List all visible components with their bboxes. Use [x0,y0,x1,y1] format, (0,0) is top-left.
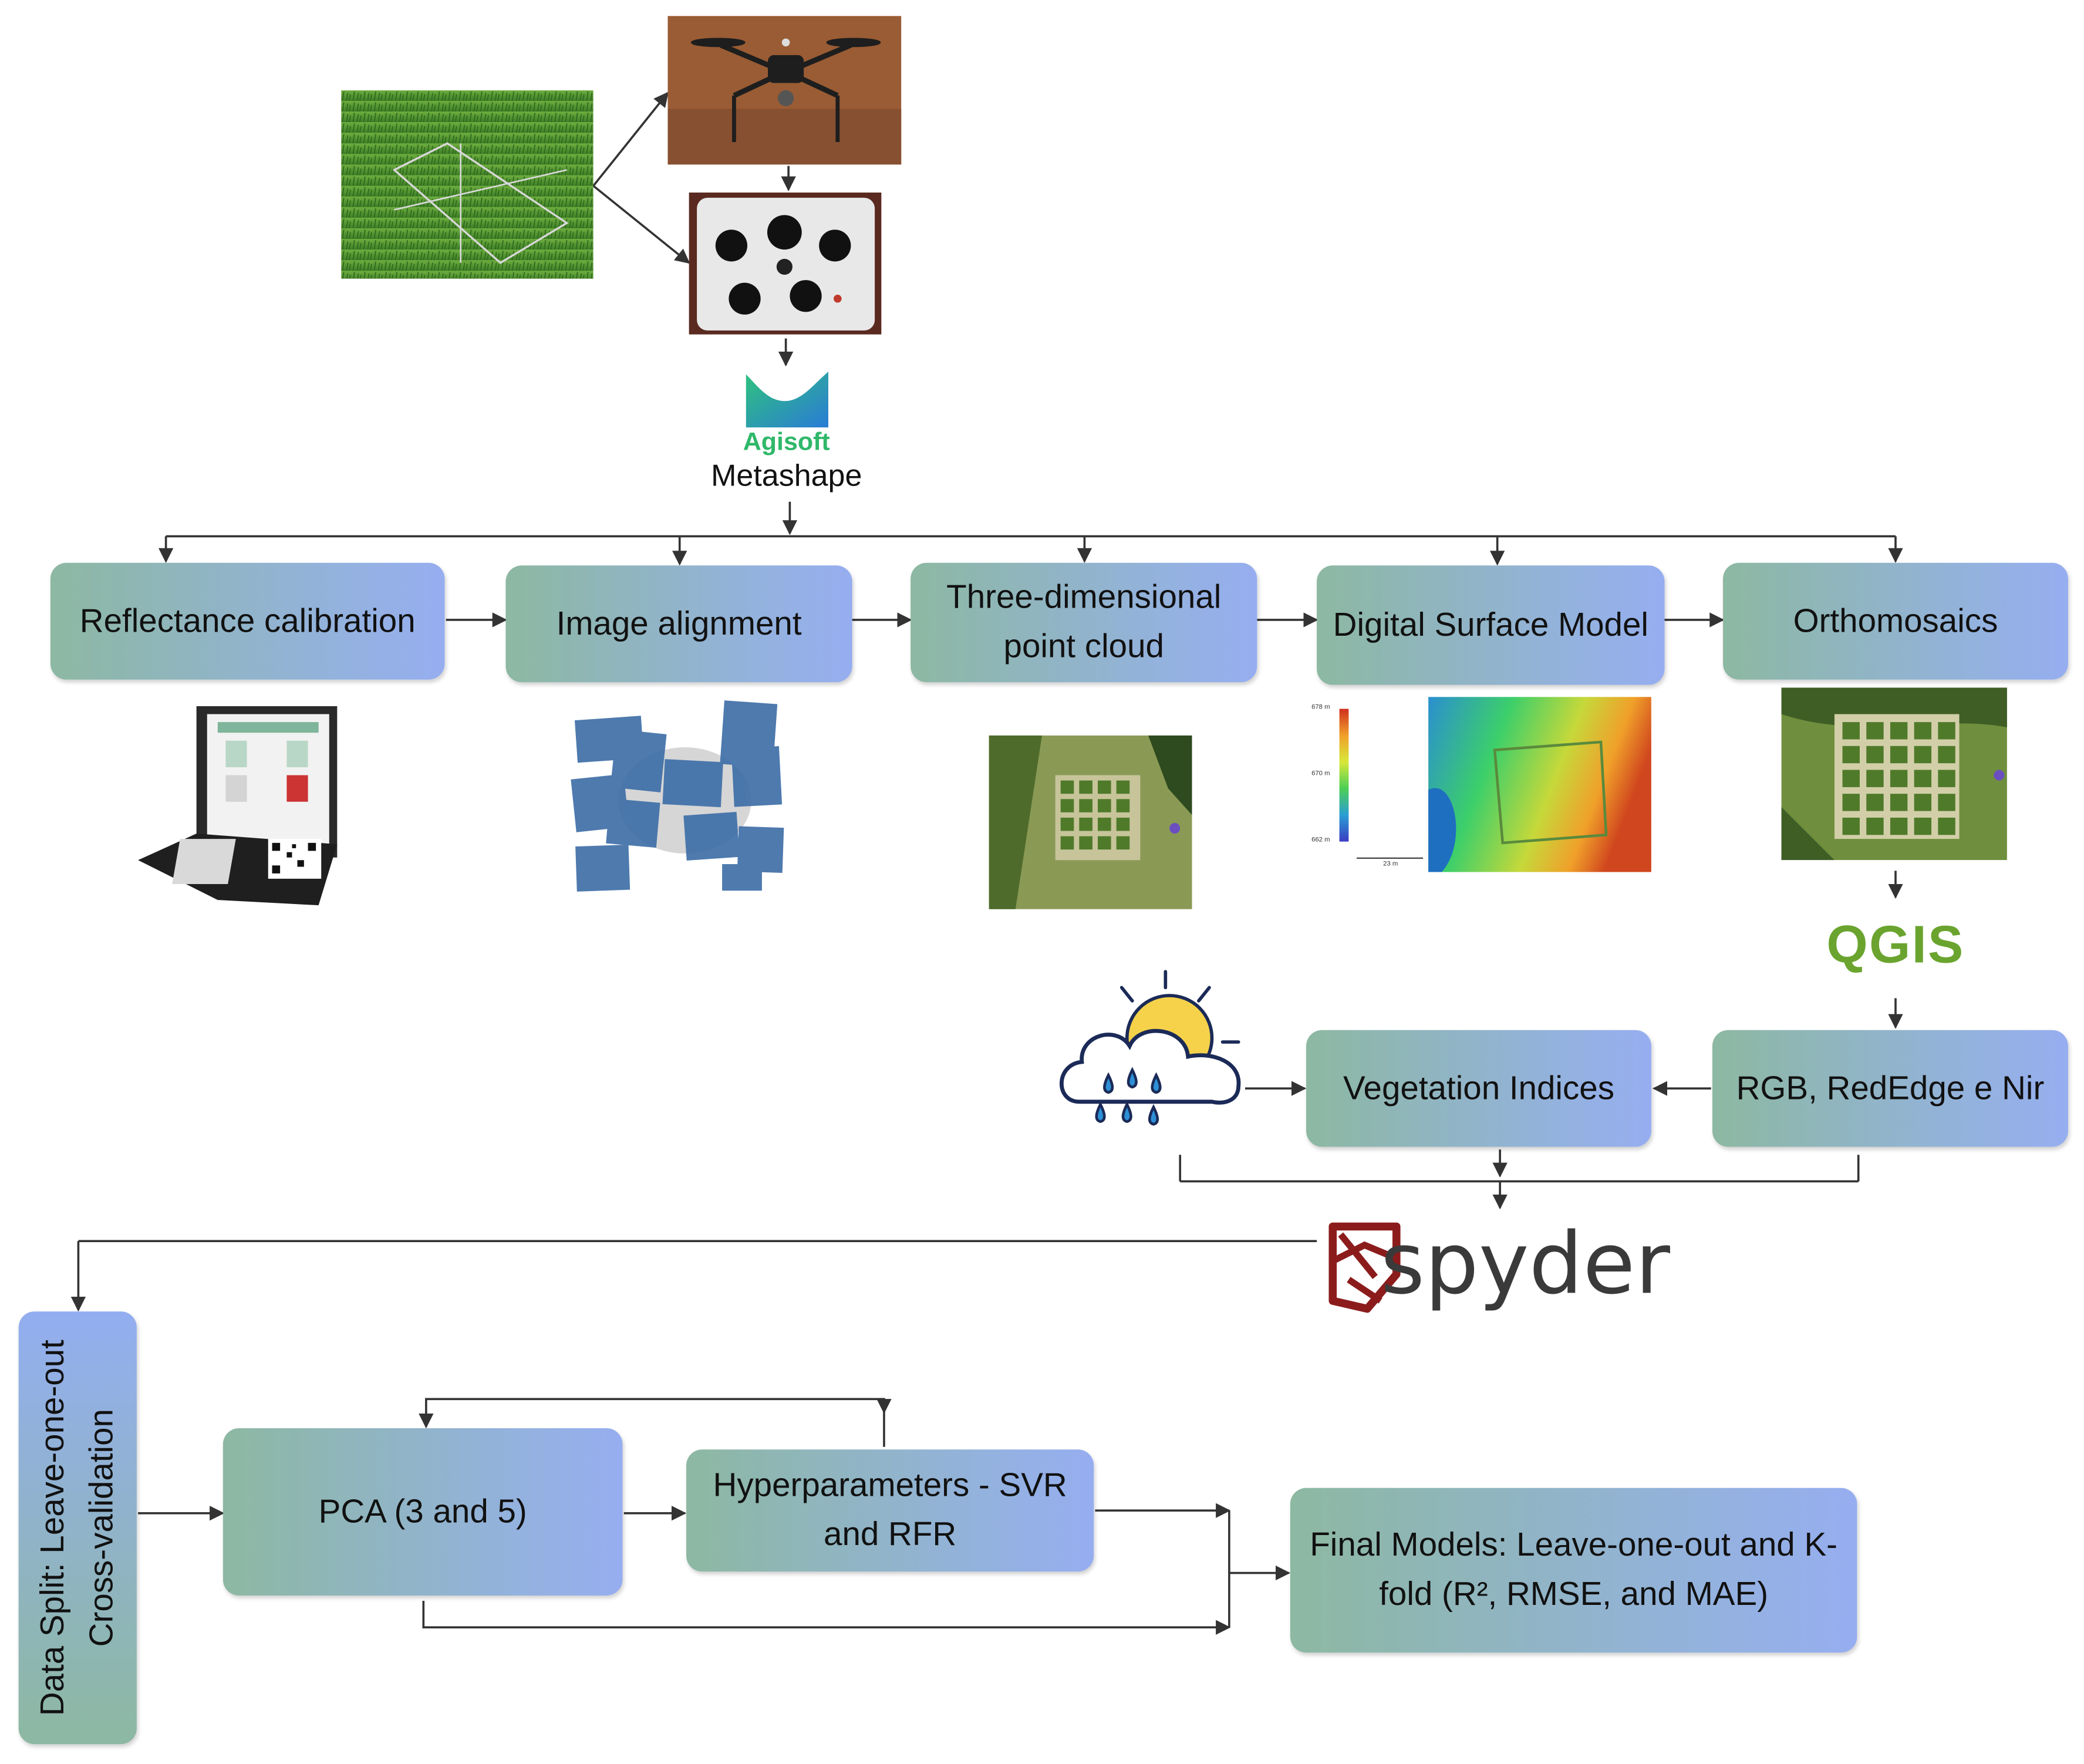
step-pca: PCA (3 and 5) [222,1428,623,1596]
step-orthomosaics: Orthomosaics [1723,562,2068,680]
step-final-models: Final Models: Leave-one-out and K-fold (… [1290,1488,1857,1653]
step-data-split: Data Split: Leave-one-out Cross-validati… [18,1311,137,1745]
image-alignment-visual [568,694,791,902]
orthomosaic-visual [1781,687,2007,861]
step-datasplit-line1: Data Split: Leave-one-out [33,1340,71,1716]
field-plot-photo [341,90,593,279]
spyder-logo: spyder [1327,1216,1670,1330]
weather-icon [1053,969,1245,1139]
qgis-text: QGIS [1826,916,1965,974]
step-point-cloud: Three-dimensional point cloud [911,562,1257,683]
metashape-text: Metashape [711,458,862,493]
dsm-legend-top: 678 m [1311,703,1330,712]
dsm-legend-mid: 670 m [1311,770,1330,778]
step-hyperparameters: Hyperparameters - SVR and RFR [686,1449,1094,1572]
agisoft-metashape-logo: Agisoft Metashape [703,369,869,502]
step-bands-label: RGB, RedEdge e Nir [1736,1069,2045,1107]
step-pca-label: PCA (3 and 5) [318,1492,527,1530]
dsm-colorbar [1339,709,1349,842]
qgis-logo: QGIS [1805,916,1986,980]
step-dsm-label: Digital Surface Model [1333,606,1648,643]
step-rgb-rededge-nir: RGB, RedEdge e Nir [1712,1030,2068,1147]
metashape-logo-icon [745,372,828,428]
spyder-text: spyder [1380,1216,1670,1314]
step-final-label: Final Models: Leave-one-out and K-fold (… [1310,1526,1837,1613]
step-image-alignment: Image alignment [505,565,852,683]
step-datasplit-text: Data Split: Leave-one-out Cross-validati… [29,1340,127,1716]
step-vegetation-indices: Vegetation Indices [1306,1030,1651,1147]
step-alignment-label: Image alignment [556,604,802,642]
dsm-visual [1428,697,1651,872]
step-pointcloud-label: Three-dimensional point cloud [946,578,1222,665]
step-reflectance-label: Reflectance calibration [79,602,416,639]
step-datasplit-line2: Cross-validation [83,1408,120,1647]
dsm-legend-bottom: 662 m [1311,836,1330,845]
step-digital-surface-model: Digital Surface Model [1317,565,1665,685]
drone-photo [667,16,902,165]
step-ortho-label: Orthomosaics [1793,602,1998,639]
point-cloud-visual [989,735,1192,909]
agisoft-text: Agisoft [743,429,830,457]
multispectral-camera-photo [689,192,882,335]
dsm-legend: 678 m 670 m 662 m 23 m [1306,703,1426,873]
step-vi-label: Vegetation Indices [1343,1069,1614,1107]
calibration-panel-image [138,701,340,906]
dsm-scale-label: 23 m [1383,860,1398,868]
spyder-web-icon [1328,1222,1401,1313]
step-hyper-label: Hyperparameters - SVR and RFR [713,1466,1067,1553]
dsm-scalebar [1356,857,1424,859]
step-reflectance-calibration: Reflectance calibration [50,562,445,680]
